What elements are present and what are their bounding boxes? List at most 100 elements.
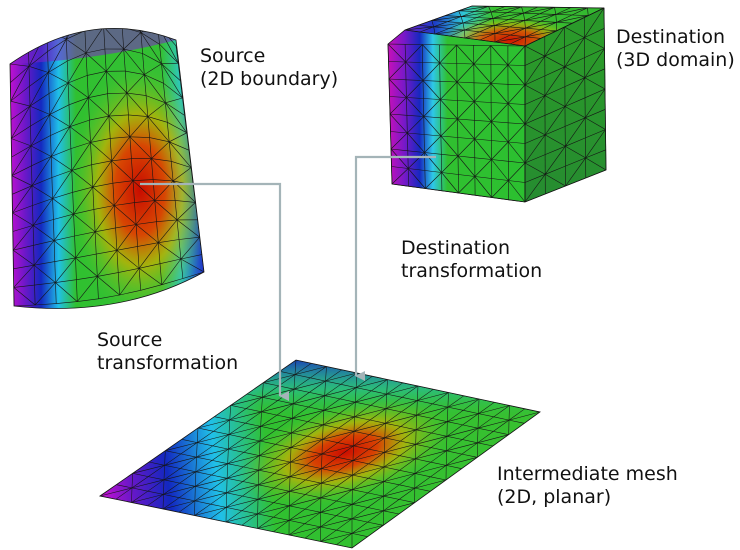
mesh-edge [182, 271, 204, 279]
mesh-edge [147, 102, 166, 117]
destination-label: Destination (3D domain) [616, 26, 735, 72]
mesh-edge [565, 117, 586, 147]
mesh-edge [336, 486, 353, 490]
mesh-edge [488, 6, 492, 13]
mesh-edge [339, 401, 356, 414]
mesh-edge [229, 411, 262, 421]
mesh-edge [565, 137, 586, 147]
mesh-edge [584, 37, 605, 49]
mesh-edge [135, 200, 156, 225]
mesh-edge [367, 507, 384, 512]
mesh-edge [351, 533, 368, 537]
mesh-edge [126, 74, 145, 94]
mesh-edge [401, 411, 417, 416]
mesh-edge [544, 46, 565, 57]
mesh-edge [13, 245, 34, 251]
mesh-edge [262, 397, 278, 401]
mesh-edge [107, 93, 110, 117]
mesh-edge [585, 129, 606, 159]
mesh-edge [175, 200, 196, 203]
mesh-edge [354, 408, 387, 418]
mesh-edge [352, 448, 370, 461]
mesh-edge [243, 440, 261, 453]
mesh-edge [180, 453, 197, 458]
mesh-edge [172, 167, 192, 182]
mesh-edge [29, 105, 50, 115]
mesh-edge [164, 456, 197, 466]
mesh-edge [91, 164, 94, 188]
mesh-edge [123, 48, 145, 75]
mesh-edge [111, 136, 131, 161]
mesh-edge [163, 494, 180, 498]
mesh-edge [464, 31, 480, 39]
mesh-edge [446, 450, 462, 455]
mesh-edge [289, 468, 322, 477]
mesh-edge [464, 33, 495, 39]
mesh-edge [97, 250, 118, 277]
mesh-edge [226, 463, 228, 479]
mesh-edge [131, 487, 133, 503]
mesh-edge [104, 27, 123, 28]
mesh-edge [128, 114, 148, 117]
mesh-edge [257, 513, 274, 518]
mesh-edge [474, 176, 492, 179]
mesh-edge [108, 92, 128, 117]
mesh-edge [290, 453, 323, 463]
mesh-edge [544, 86, 566, 96]
mesh-edge [323, 395, 325, 411]
mesh-edge [32, 205, 34, 226]
mesh-edge [336, 500, 353, 505]
mesh-edge [211, 474, 228, 479]
mesh-edge [290, 435, 308, 448]
mesh-edge [290, 447, 292, 463]
mesh-edge [571, 7, 588, 16]
mesh-edge [338, 416, 355, 429]
mesh-edge [55, 279, 77, 283]
mesh-edge [415, 450, 447, 460]
mesh-edge [440, 135, 458, 138]
mesh-edge [85, 52, 88, 76]
mesh-edge [228, 448, 244, 453]
mesh-edge [126, 92, 149, 117]
mesh-edge [123, 32, 142, 50]
mesh-edge [390, 132, 408, 150]
mesh-edge [408, 168, 425, 171]
mesh-edge [441, 172, 459, 194]
mesh-edge [165, 442, 198, 451]
mesh-edge [105, 71, 108, 94]
mesh-edge [51, 177, 53, 199]
mesh-edge [524, 20, 541, 22]
mesh-edge [163, 486, 196, 495]
mesh-edge [179, 486, 196, 498]
mesh-edge [383, 473, 416, 482]
mesh-edge [321, 471, 338, 484]
mesh-edge [95, 227, 116, 233]
mesh-edge [48, 72, 50, 94]
mesh-edge [88, 97, 110, 117]
mesh-edge [336, 489, 353, 502]
mesh-edge [494, 36, 526, 43]
mesh-edge [93, 209, 96, 232]
mesh-edge [131, 494, 164, 503]
mesh-edge [180, 254, 202, 260]
mesh-edge [507, 103, 526, 125]
mesh-edge [196, 442, 198, 458]
mesh-edge [407, 132, 425, 135]
mesh-edge [293, 395, 325, 405]
mesh-edge [140, 32, 143, 54]
mesh-edge [180, 258, 184, 279]
mesh-edge [122, 28, 141, 33]
mesh-edge [194, 500, 211, 505]
mesh-edge [125, 70, 145, 75]
mesh-edge [138, 28, 142, 33]
mesh-edge [524, 75, 546, 86]
mesh-edge [260, 414, 278, 427]
mesh-edge [91, 160, 112, 165]
mesh-edge [290, 461, 307, 466]
mesh-edge [458, 6, 489, 12]
mesh-edge [28, 51, 48, 67]
mesh-edge [508, 408, 525, 421]
mesh-edge [424, 134, 441, 137]
mesh-edge [176, 219, 200, 238]
mesh-edge [383, 499, 400, 512]
